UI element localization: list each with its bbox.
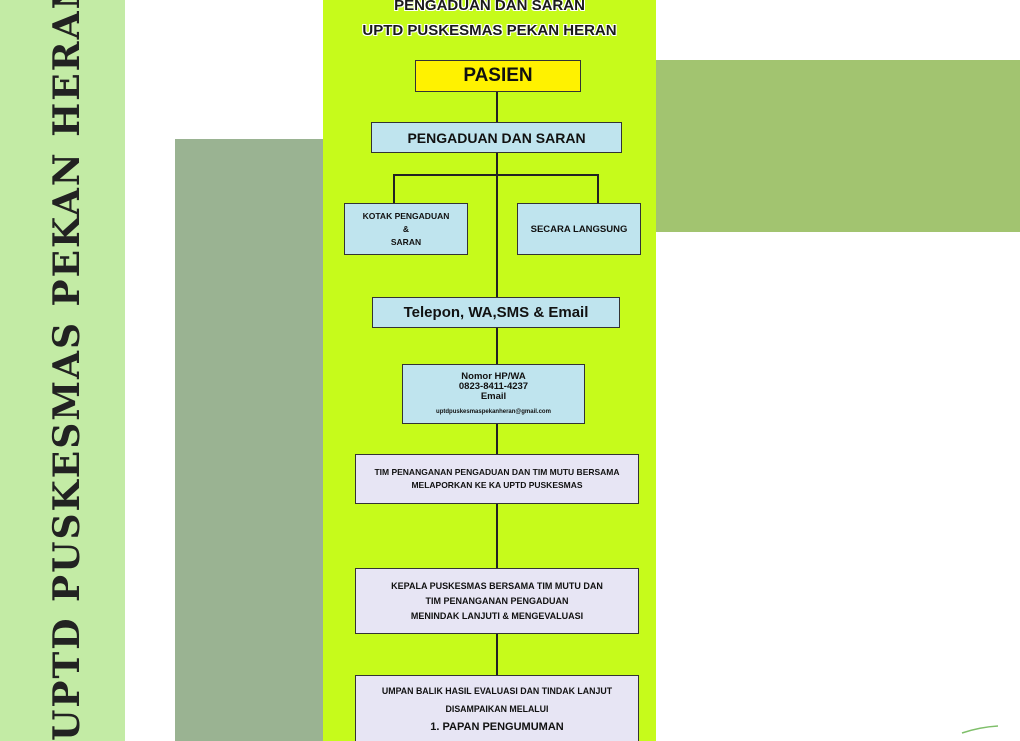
node-kotak-line3: SARAN (390, 236, 422, 247)
node-umpan-line1: UMPAN BALIK HASIL EVALUASI DAN TINDAK LA… (381, 686, 613, 696)
node-tim-line2: MELAPORKAN KE KA UPTD PUSKESMAS (411, 480, 583, 490)
connector-branch-right (597, 174, 599, 203)
node-kotak-line1: KOTAK PENGADUAN (362, 210, 450, 221)
node-kontak-hp-label: Nomor HP/WA (461, 370, 526, 382)
node-tim-line1: TIM PENANGANAN PENGADUAN DAN TIM MUTU BE… (374, 467, 620, 477)
node-kepala-line3: MENINDAK LANJUTI & MENGEVALUASI (410, 610, 584, 621)
node-kontak-email-label: Email (480, 390, 507, 402)
node-secara-langsung: SECARA LANGSUNG (517, 203, 641, 255)
connector-branch (393, 174, 599, 176)
node-kepala-line2: TIM PENANGANAN PENGADUAN (425, 595, 569, 606)
node-langsung-label: SECARA LANGSUNG (530, 223, 628, 235)
node-tim-penanganan: TIM PENANGANAN PENGADUAN DAN TIM MUTU BE… (355, 454, 639, 504)
connector-main-5 (496, 504, 498, 568)
node-umpan-line3: 1. PAPAN PENGUMUMAN (430, 721, 564, 733)
connector-main-4 (496, 424, 498, 454)
node-kotak-line2: & (402, 223, 410, 234)
node-umpan-line2: DISAMPAIKAN MELALUI (445, 704, 549, 714)
leaf-doodle-icon (961, 725, 999, 734)
node-telepon: Telepon, WA,SMS & Email (372, 297, 620, 328)
connector-branch-left (393, 174, 395, 203)
poster-title-line2: UPTD PUSKESMAS PEKAN HERAN (362, 22, 617, 39)
node-umpan-balik: UMPAN BALIK HASIL EVALUASI DAN TINDAK LA… (355, 675, 639, 741)
connector-main-1 (496, 92, 498, 122)
decor-block-right (655, 60, 1020, 232)
node-kepala-line1: KEPALA PUSKESMAS BERSAMA TIM MUTU DAN (391, 580, 603, 591)
node-kotak-pengaduan: KOTAK PENGADUAN & SARAN (344, 203, 468, 255)
node-kontak-nomor: 0823-8411-4237 (458, 380, 529, 392)
decor-block-left (175, 139, 325, 741)
node-kepala-puskesmas: KEPALA PUSKESMAS BERSAMA TIM MUTU DAN TI… (355, 568, 639, 634)
node-telepon-label: Telepon, WA,SMS & Email (403, 304, 589, 321)
connector-main-6 (496, 634, 498, 675)
node-pengaduan-saran: PENGADUAN DAN SARAN (371, 122, 622, 153)
node-kontak: Nomor HP/WA 0823-8411-4237 Email uptdpus… (402, 364, 585, 424)
flowchart-poster: PENGADUAN DAN SARAN UPTD PUSKESMAS PEKAN… (323, 0, 656, 741)
poster-title-line1: PENGADUAN DAN SARAN (394, 0, 585, 14)
connector-main-3 (496, 328, 498, 364)
connector-main-2 (496, 153, 498, 297)
node-pasien-label: PASIEN (463, 65, 533, 86)
node-pengaduan-label: PENGADUAN DAN SARAN (407, 129, 586, 146)
node-kontak-email: uptdpuskesmaspekanheran@gmail.com (436, 408, 551, 415)
side-label: UPTD PUSKESMAS PEKAN HERAN (46, 0, 88, 741)
side-band: UPTD PUSKESMAS PEKAN HERAN (0, 0, 125, 741)
node-pasien: PASIEN (415, 60, 581, 92)
